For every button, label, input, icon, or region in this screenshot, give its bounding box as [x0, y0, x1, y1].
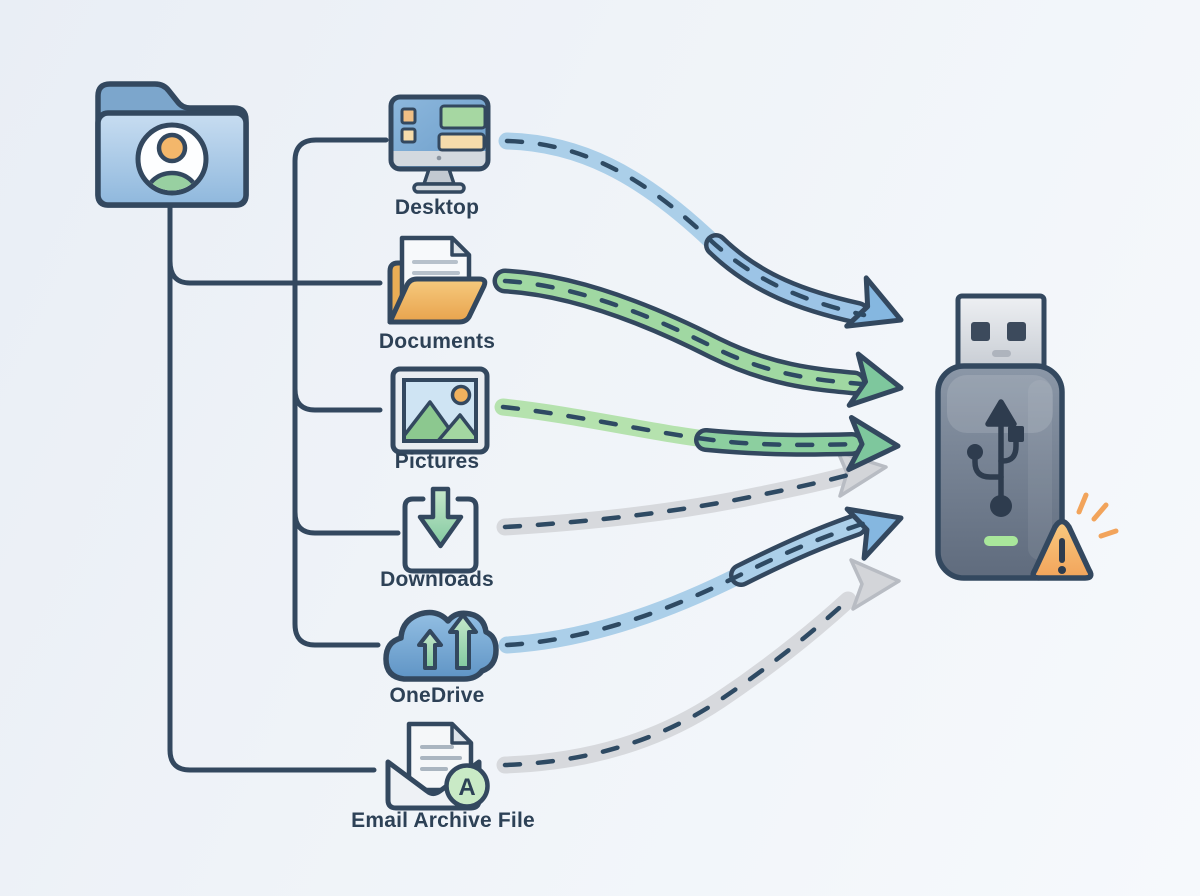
usb-drive-icon — [935, 293, 1119, 581]
item-label-documents: Documents — [379, 330, 495, 353]
tree-branch-pictures — [292, 386, 383, 413]
desktop-monitor-icon — [388, 94, 491, 194]
arrow-downloads-to-usb — [496, 450, 888, 536]
arrow-documents-to-usb — [492, 268, 904, 408]
usb-symbol-icon — [967, 399, 1024, 517]
onedrive-cloud-icon — [383, 609, 499, 682]
email-archive-icon: A — [385, 721, 490, 811]
arrow-onedrive-to-usb — [498, 506, 904, 654]
downloads-tray-icon — [402, 486, 479, 574]
user-folder-icon — [95, 81, 249, 208]
archive-badge-label: A — [458, 774, 475, 801]
archive-badge — [444, 763, 490, 809]
warning-triangle-icon — [1030, 492, 1119, 581]
item-label-desktop: Desktop — [395, 196, 479, 219]
item-label-pictures: Pictures — [395, 450, 479, 473]
led-indicator — [984, 536, 1018, 546]
tree-branch-downloads — [292, 509, 401, 536]
item-downloads: Downloads — [380, 486, 494, 591]
item-documents: Documents — [379, 235, 495, 353]
usb-connector — [955, 293, 1047, 373]
pictures-image-icon — [390, 366, 490, 455]
tree-connectors — [167, 137, 401, 773]
item-desktop: Desktop — [388, 94, 491, 219]
item-label-email-archive: Email Archive File — [351, 809, 535, 832]
item-pictures: Pictures — [390, 366, 490, 473]
item-label-onedrive: OneDrive — [390, 684, 485, 707]
alert-sparkle-lines — [1076, 492, 1119, 539]
arrow-email-to-usb — [496, 558, 901, 774]
item-label-downloads: Downloads — [380, 568, 494, 591]
item-onedrive: OneDrive — [383, 609, 499, 707]
tree-main-vertical — [167, 199, 377, 773]
documents-folder-icon — [387, 235, 488, 325]
tree-secondary-vertical — [292, 137, 389, 648]
arrow-pictures-to-usb — [494, 398, 901, 472]
tree-branch-documents — [167, 258, 383, 286]
item-email-archive: A Email Archive File — [351, 721, 535, 832]
arrow-desktop-to-usb — [498, 132, 904, 329]
